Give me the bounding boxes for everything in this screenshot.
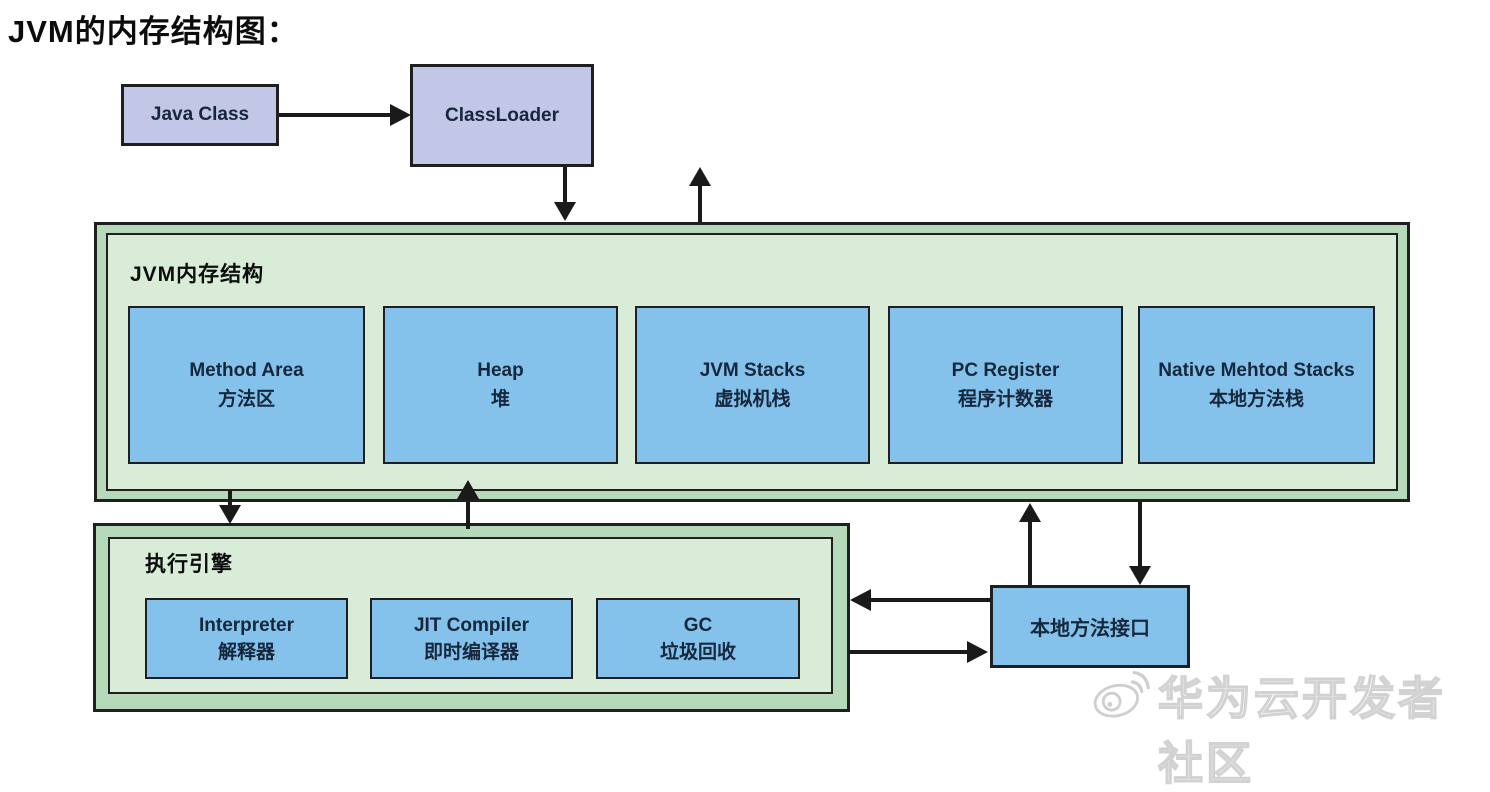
gc-label-en: GC <box>683 614 713 636</box>
arrow-jvm-to-classloader-head <box>689 167 711 186</box>
arrow-jvm-to-engine-line <box>228 491 232 507</box>
classloader-node: ClassLoader <box>410 64 594 167</box>
memory-cell-native-method-stacks: Native Mehtod Stacks 本地方法栈 <box>1138 306 1375 464</box>
java-class-node: Java Class <box>121 84 279 146</box>
arrow-engine-to-jvm-line <box>466 498 470 529</box>
heap-label-zh: 堆 <box>490 389 510 410</box>
memory-cell-heap: Heap 堆 <box>383 306 618 464</box>
method-area-label-zh: 方法区 <box>217 389 275 410</box>
arrow-javaclass-to-classloader-head <box>390 104 411 126</box>
page-title: JVM的内存结构图： <box>8 14 299 49</box>
classloader-label: ClassLoader <box>444 104 560 126</box>
interpreter-label-zh: 解释器 <box>217 641 275 663</box>
watermark-text: 华为云开发者社区 <box>1157 672 1447 790</box>
execution-engine-title: 执行引擎 <box>145 553 233 576</box>
pc-register-label-en: PC Register <box>951 360 1060 381</box>
engine-cell-jit-compiler: JIT Compiler 即时编译器 <box>370 598 573 679</box>
arrow-jvm-to-classloader-line <box>698 185 702 222</box>
arrow-engine-to-native-line <box>849 650 968 654</box>
memory-cell-pc-register: PC Register 程序计数器 <box>888 306 1123 464</box>
jvm-stacks-label-en: JVM Stacks <box>699 360 806 381</box>
jit-compiler-label-en: JIT Compiler <box>413 614 530 636</box>
gc-label-zh: 垃圾回收 <box>659 641 736 663</box>
native-interface-label: 本地方法接口 <box>1030 618 1150 640</box>
method-area-label-en: Method Area <box>189 360 304 381</box>
arrow-javaclass-to-classloader-line <box>279 113 391 117</box>
native-method-stacks-label-zh: 本地方法栈 <box>1208 389 1304 410</box>
jvm-memory-title: JVM内存结构 <box>130 263 265 286</box>
interpreter-label-en: Interpreter <box>198 614 295 636</box>
arrow-classloader-to-jvm-line <box>563 167 567 203</box>
memory-cell-method-area: Method Area 方法区 <box>128 306 365 464</box>
arrow-native-to-engine-line <box>871 598 990 602</box>
engine-cell-gc: GC 垃圾回收 <box>596 598 800 679</box>
native-method-stacks-label-en: Native Mehtod Stacks <box>1158 360 1355 381</box>
arrow-native-to-jvm-line <box>1028 521 1032 585</box>
arrow-engine-to-native-head <box>967 641 988 663</box>
weibo-icon <box>1092 666 1152 726</box>
native-interface-node: 本地方法接口 <box>990 585 1190 668</box>
jvm-stacks-label-zh: 虚拟机栈 <box>714 389 791 410</box>
heap-label-en: Heap <box>477 360 524 381</box>
arrow-native-to-jvm-head <box>1019 503 1041 522</box>
java-class-label: Java Class <box>150 104 250 125</box>
jit-compiler-label-zh: 即时编译器 <box>423 641 519 663</box>
engine-cell-interpreter: Interpreter 解释器 <box>145 598 348 679</box>
pc-register-label-zh: 程序计数器 <box>957 389 1053 410</box>
arrow-jvm-to-native-line <box>1138 502 1142 567</box>
arrow-jvm-to-native-head <box>1129 566 1151 585</box>
arrow-native-to-engine-head <box>850 589 871 611</box>
arrow-engine-to-jvm-head <box>457 480 479 499</box>
memory-cell-jvm-stacks: JVM Stacks 虚拟机栈 <box>635 306 870 464</box>
arrow-jvm-to-engine-head <box>219 505 241 524</box>
arrow-classloader-to-jvm-head <box>554 202 576 221</box>
